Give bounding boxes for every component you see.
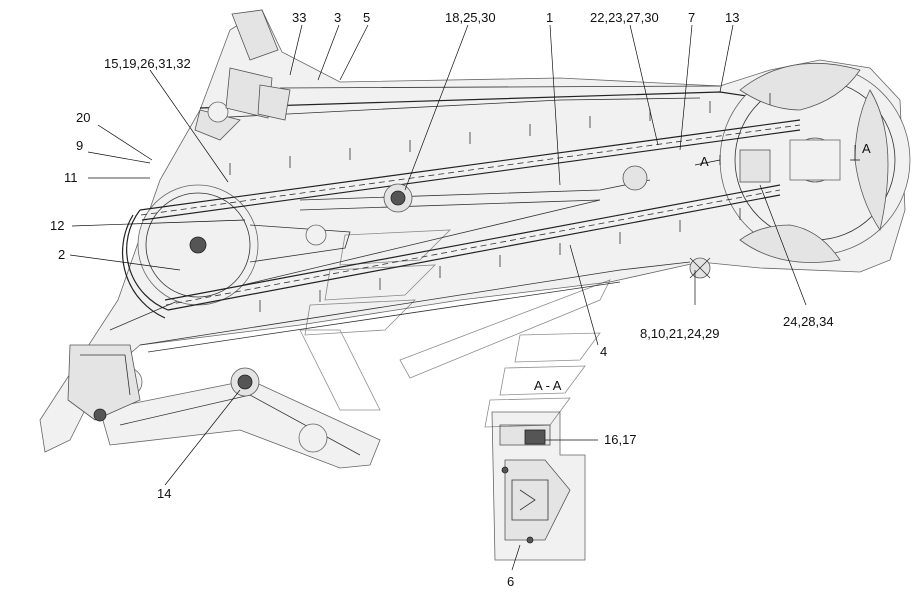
shaft-bushing	[113, 101, 648, 453]
callout-13: 13	[725, 10, 739, 25]
chain-wrap-left	[121, 209, 169, 319]
callout-8-10-21-24-29: 8,10,21,24,29	[640, 326, 720, 341]
callout-22-23-27-30: 22,23,27,30	[590, 10, 659, 25]
callout-1: 1	[546, 10, 553, 25]
callout-5: 5	[363, 10, 370, 25]
callout-2: 2	[58, 247, 65, 262]
callout-33: 33	[292, 10, 306, 25]
idler-sprocket	[137, 184, 351, 306]
leader-lines	[69, 24, 807, 571]
section-mark-upper: A	[700, 154, 709, 169]
callout-4: 4	[600, 344, 607, 359]
section-cut-marker	[694, 145, 860, 166]
chain-scrapers	[229, 93, 771, 312]
upper-chain	[139, 119, 801, 221]
callout-14: 14	[157, 486, 171, 501]
callout-20: 20	[76, 110, 90, 125]
callout-7: 7	[688, 10, 695, 25]
callout-9: 9	[76, 138, 83, 153]
callout-11: 11	[64, 170, 78, 185]
section-mark-right: A	[862, 141, 871, 156]
callout-6: 6	[507, 574, 514, 589]
callout-18-25-30: 18,25,30	[445, 10, 496, 25]
lower-chain	[164, 184, 781, 311]
watermark-logo	[299, 229, 611, 428]
section-title: A - A	[534, 378, 562, 393]
callout-15-19-26-31-32: 15,19,26,31,32	[104, 56, 191, 71]
tensioner-bracket	[67, 344, 141, 422]
cover-plate	[225, 67, 291, 121]
callout-3: 3	[334, 10, 341, 25]
callout-16-17: 16,17	[604, 432, 637, 447]
callout-12: 12	[50, 218, 64, 233]
section-view	[491, 411, 586, 561]
spring-unit	[689, 257, 711, 279]
callout-labels: 33 3 5 18,25,30 1 22,23,27,30 7 13 15,19…	[50, 10, 871, 589]
callout-24-28-34: 24,28,34	[783, 314, 834, 329]
